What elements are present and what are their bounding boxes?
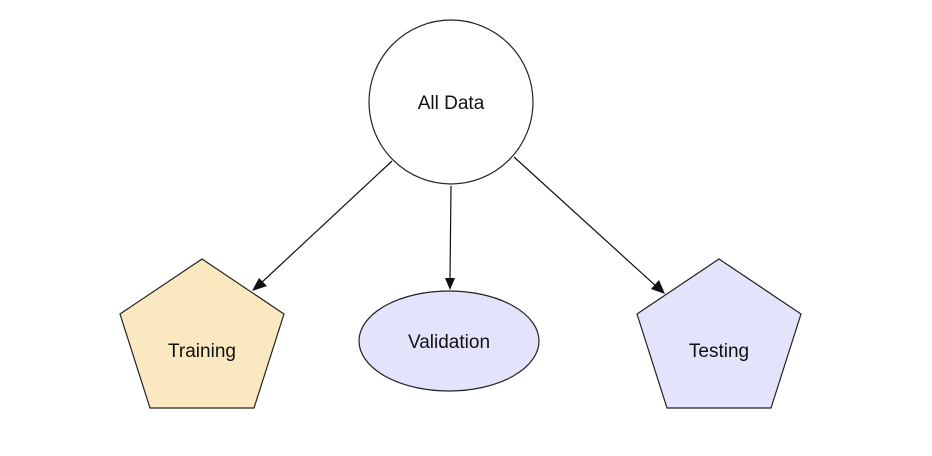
- node-testing[interactable]: Testing: [636, 258, 802, 409]
- node-all-data-circle: [368, 19, 534, 185]
- node-training-pentagon: [119, 258, 285, 409]
- edge-all-data-to-training: [259, 160, 393, 285]
- node-testing-pentagon: [636, 258, 802, 409]
- arrowhead-validation: [445, 278, 455, 290]
- node-training-label: Training: [168, 341, 236, 362]
- node-all-data-label: All Data: [418, 93, 485, 114]
- node-validation-label: Validation: [408, 332, 490, 353]
- arrowhead-training: [252, 278, 267, 291]
- node-training[interactable]: Training: [119, 258, 285, 409]
- edge-all-data-to-testing: [513, 156, 658, 288]
- node-validation-ellipse: [358, 290, 540, 392]
- node-validation[interactable]: Validation: [358, 290, 540, 392]
- edge-all-data-to-validation: [449, 185, 452, 280]
- arrowhead-testing: [651, 280, 665, 294]
- edges: [252, 156, 665, 294]
- node-all-data[interactable]: All Data: [368, 19, 534, 185]
- node-testing-label: Testing: [689, 341, 749, 362]
